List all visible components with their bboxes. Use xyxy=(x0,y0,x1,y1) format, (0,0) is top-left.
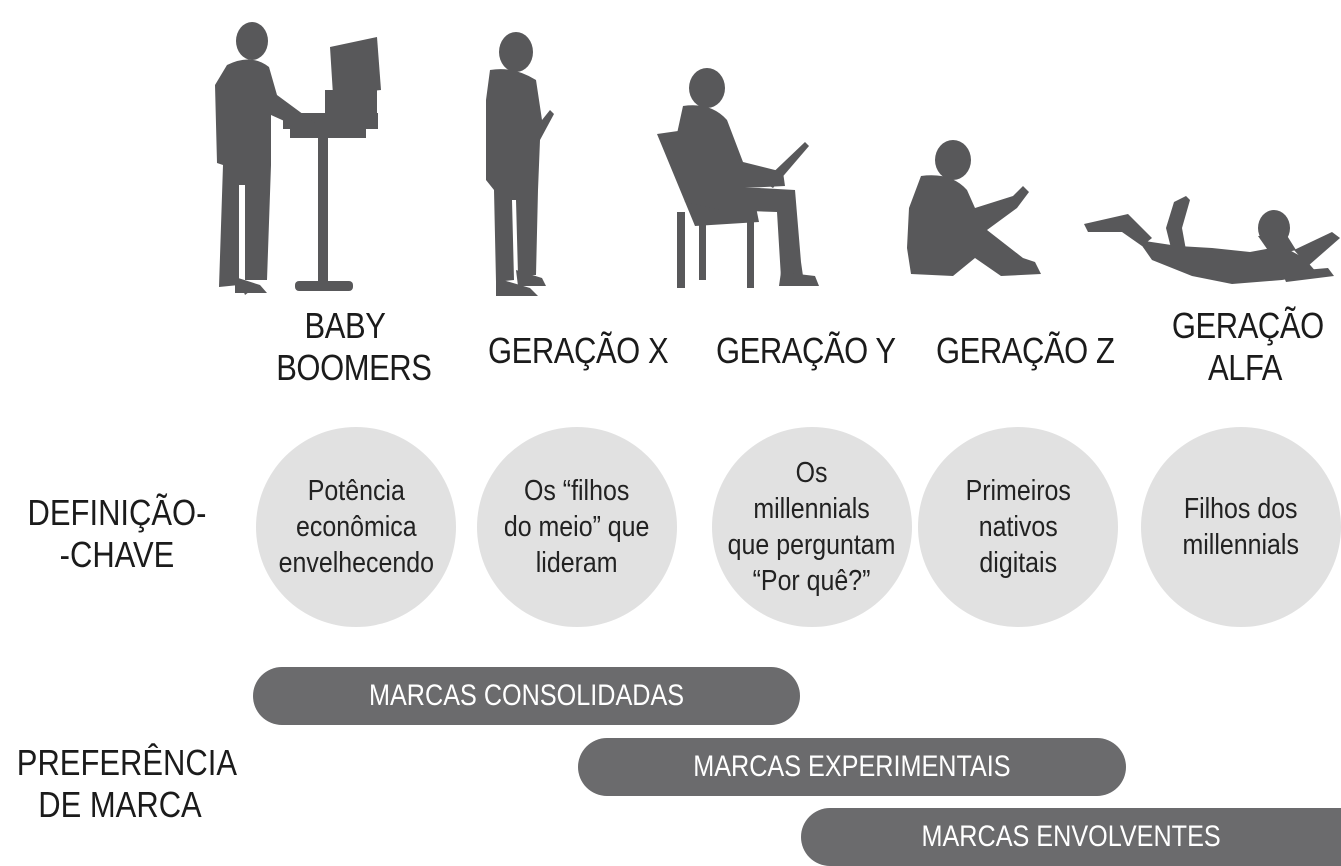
definition-circle-alfa: Filhos dos millennials xyxy=(1141,427,1341,627)
child-lying-with-tablet-icon xyxy=(1084,196,1340,284)
person-standing-at-computer-icon xyxy=(215,22,381,295)
brand-bar-label: MARCAS EXPERIMENTAIS xyxy=(693,750,1011,783)
person-sitting-with-laptop-icon xyxy=(657,68,819,288)
definition-text: Os “filhos do meio” que lideram xyxy=(504,475,650,579)
generation-title-y: GERAÇÃO Y xyxy=(716,330,896,371)
definition-circle-x: Os “filhos do meio” que lideram xyxy=(477,427,677,627)
definition-circle-y: Os millennials que perguntam “Por quê?” xyxy=(712,427,912,627)
brand-preference-row-label: PREFERÊNCIA DE MARCA xyxy=(16,742,238,825)
definition-text: Filhos dos millennials xyxy=(1182,493,1300,561)
definition-row-label: DEFINIÇÃO- -CHAVE xyxy=(27,492,207,575)
brand-bar-experimental: MARCAS EXPERIMENTAIS xyxy=(578,738,1126,796)
definition-text: Os millennials que perguntam “Por quê?” xyxy=(728,457,896,597)
person-standing-with-phone-icon xyxy=(486,32,554,296)
definition-text: Potência econômica envelhecendo xyxy=(278,475,434,579)
brand-bar-label: MARCAS ENVOLVENTES xyxy=(921,820,1221,853)
generation-title-z: GERAÇÃO Z xyxy=(936,330,1115,371)
brand-bar-engaging: MARCAS ENVOLVENTES xyxy=(801,808,1341,866)
brand-bar-label: MARCAS CONSOLIDADAS xyxy=(368,679,685,712)
definition-text: Primeiros nativos digitais xyxy=(965,475,1071,579)
generation-title-alfa: GERAÇÃO ALFA xyxy=(1171,305,1324,388)
generation-title-baby-boomers: BABY BOOMERS xyxy=(276,305,432,388)
generation-title-x: GERAÇÃO X xyxy=(488,330,669,371)
definition-circle-baby-boomers: Potência econômica envelhecendo xyxy=(256,427,456,627)
definition-circle-z: Primeiros nativos digitais xyxy=(918,427,1118,627)
person-sitting-on-floor-with-phone-icon xyxy=(907,140,1041,276)
brand-bar-consolidated: MARCAS CONSOLIDADAS xyxy=(253,667,800,725)
